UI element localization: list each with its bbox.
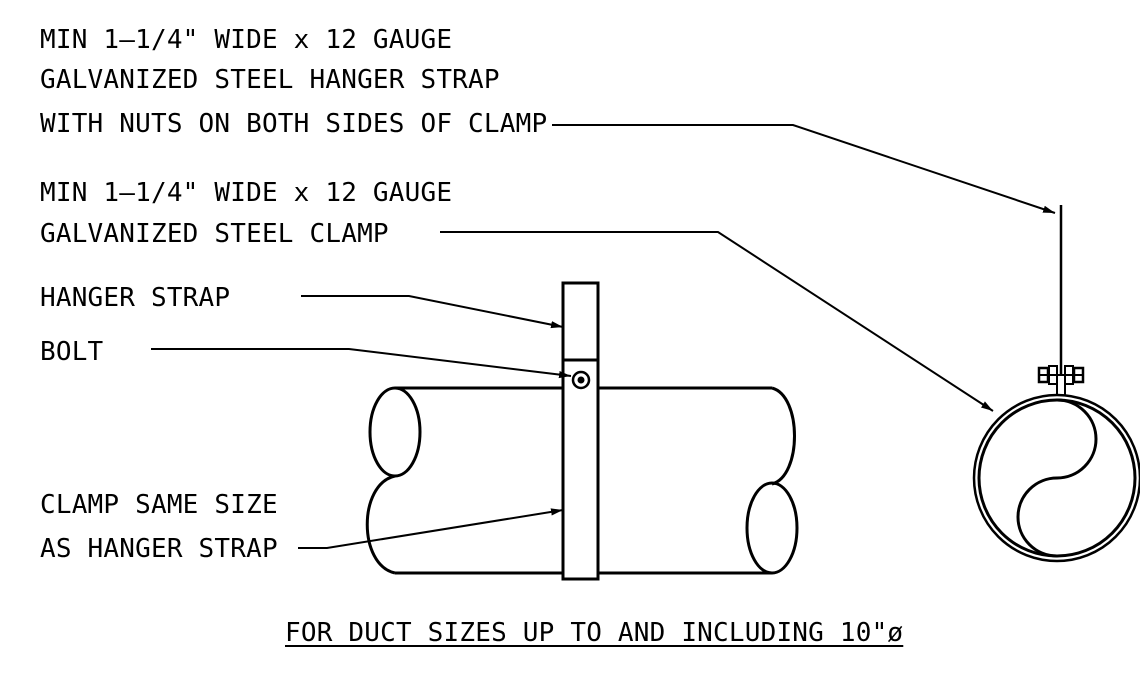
end-view-duct-seam <box>1016 398 1098 558</box>
duct-end-view <box>972 205 1140 563</box>
clamp-band <box>561 358 600 581</box>
hanger-strap <box>561 281 600 362</box>
clamp-spec-line1: MIN 1–1/4" WIDE x 12 GAUGE <box>40 178 453 208</box>
hanger-strap-spec-line3: WITH NUTS ON BOTH SIDES OF CLAMP <box>40 109 548 139</box>
leader-bolt <box>151 348 572 379</box>
clamp-same-size-line1: CLAMP SAME SIZE <box>40 490 278 520</box>
leader-hanger-strap <box>301 295 564 329</box>
hanger-strap-label: HANGER STRAP <box>40 283 231 313</box>
clamp-same-size-line2: AS HANGER STRAP <box>40 534 278 564</box>
bolt-label: BOLT <box>40 337 104 367</box>
duct-near-end <box>368 386 422 478</box>
duct-near-bottom-arc <box>365 474 396 575</box>
leader-hanger-strap-spec <box>552 124 1056 214</box>
bolt-symbol <box>571 370 591 390</box>
leader-lines <box>151 124 1056 549</box>
leader-clamp-same-size <box>298 508 564 549</box>
drawing-caption: FOR DUCT SIZES UP TO AND INCLUDING 10"ø <box>285 618 904 648</box>
duct-far-end <box>745 481 799 575</box>
clamp-spec-line2: GALVANIZED STEEL CLAMP <box>40 219 389 249</box>
bolt-center <box>577 376 585 384</box>
hanger-strap-spec-line1: MIN 1–1/4" WIDE x 12 GAUGE <box>40 25 453 55</box>
strap-and-clamp <box>561 281 600 581</box>
leader-clamp-spec <box>440 231 994 412</box>
duct-far-top-arc <box>771 386 796 486</box>
end-view-clamp-outer <box>972 393 1140 563</box>
hanger-strap-spec-line2: GALVANIZED STEEL HANGER STRAP <box>40 65 500 95</box>
